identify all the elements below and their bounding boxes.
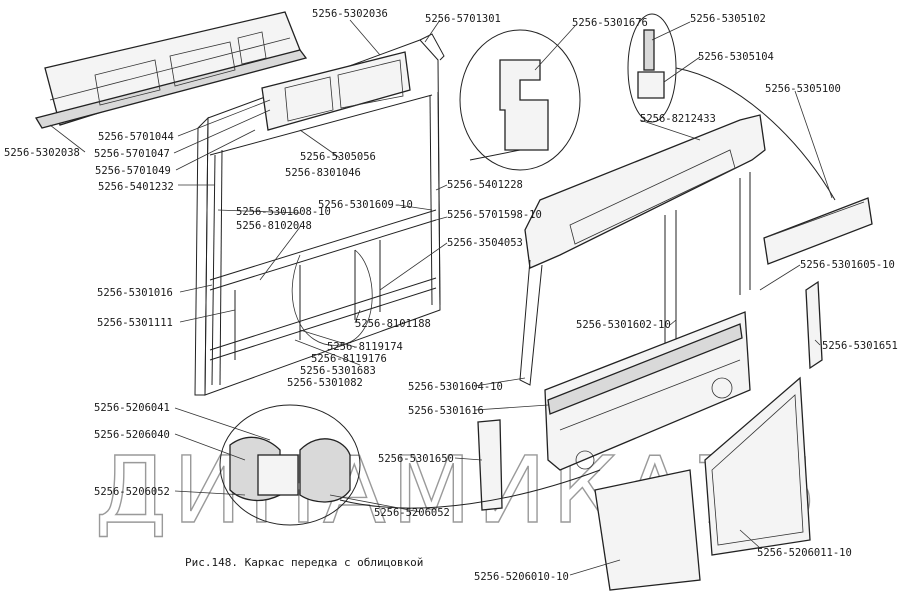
- detail-circle-profile: [459, 29, 581, 171]
- label-5301651: 5256-5301651: [822, 340, 898, 352]
- label-5701598: 5256-5701598-10: [447, 209, 542, 221]
- figure-caption: Рис.148. Каркас передка с облицовкой: [185, 556, 423, 569]
- label-5206011: 5256-5206011-10: [757, 547, 852, 559]
- label-5301609: 5256-5301609-10: [318, 199, 413, 211]
- leader-lines: [49, 19, 833, 576]
- label-5301616: 5256-5301616: [408, 405, 484, 417]
- label-5701044: 5256-5701044: [98, 131, 174, 143]
- label-5206052-b: 5256-5206052: [374, 507, 450, 519]
- label-5301082: 5256-5301082: [287, 377, 363, 389]
- lower-panels: [594, 376, 811, 591]
- label-5401232: 5256-5401232: [98, 181, 174, 193]
- label-8119174: 5256-8119174: [327, 341, 403, 353]
- label-5701049: 5256-5701049: [95, 165, 171, 177]
- label-5302036: 5256-5302036: [312, 8, 388, 20]
- label-8119176: 5256-8119176: [311, 353, 387, 365]
- detail-seal: [627, 13, 836, 201]
- label-5701301: 5256-5701301: [425, 13, 501, 25]
- label-5305100: 5256-5305100: [765, 83, 841, 95]
- label-5301604: 5256-5301604-10: [408, 381, 503, 393]
- mounting-plates: [477, 280, 823, 511]
- upper-panel-drawing: [34, 11, 308, 129]
- label-5301016: 5256-5301016: [97, 287, 173, 299]
- label-5206052-a: 5256-5206052: [94, 486, 170, 498]
- label-5301602: 5256-5301602-10: [576, 319, 671, 331]
- label-3504053: 5256-3504053: [447, 237, 523, 249]
- label-5305102: 5256-5305102: [690, 13, 766, 25]
- label-5206010: 5256-5206010-10: [474, 571, 569, 583]
- front-frame-drawing: [194, 33, 445, 396]
- label-5701047: 5256-5701047: [94, 148, 170, 160]
- label-8212433: 5256-8212433: [640, 113, 716, 125]
- section-detail: [219, 404, 601, 526]
- label-5301650: 5256-5301650: [378, 453, 454, 465]
- label-5301608: 5256-5301608-10: [236, 206, 331, 218]
- label-8101188: 5256-8101188: [355, 318, 431, 330]
- label-5301111: 5256-5301111: [97, 317, 173, 329]
- label-8102048: 5256-8102048: [236, 220, 312, 232]
- front-facing-drawing: [519, 114, 766, 471]
- mirror-drawing: [763, 197, 873, 265]
- part-labels: 5256-5302036 5256-5701301 5256-5301676 5…: [4, 8, 898, 583]
- label-5301683: 5256-5301683: [300, 365, 376, 377]
- label-5401228: 5256-5401228: [447, 179, 523, 191]
- label-5305104: 5256-5305104: [698, 51, 774, 63]
- label-5206041: 5256-5206041: [94, 402, 170, 414]
- label-5301676: 5256-5301676: [572, 17, 648, 29]
- label-5206040: 5256-5206040: [94, 429, 170, 441]
- label-5302038: 5256-5302038: [4, 147, 80, 159]
- label-5301605: 5256-5301605-10: [800, 259, 895, 271]
- label-5305056: 5256-5305056: [300, 151, 376, 163]
- label-8301046: 5256-8301046: [285, 167, 361, 179]
